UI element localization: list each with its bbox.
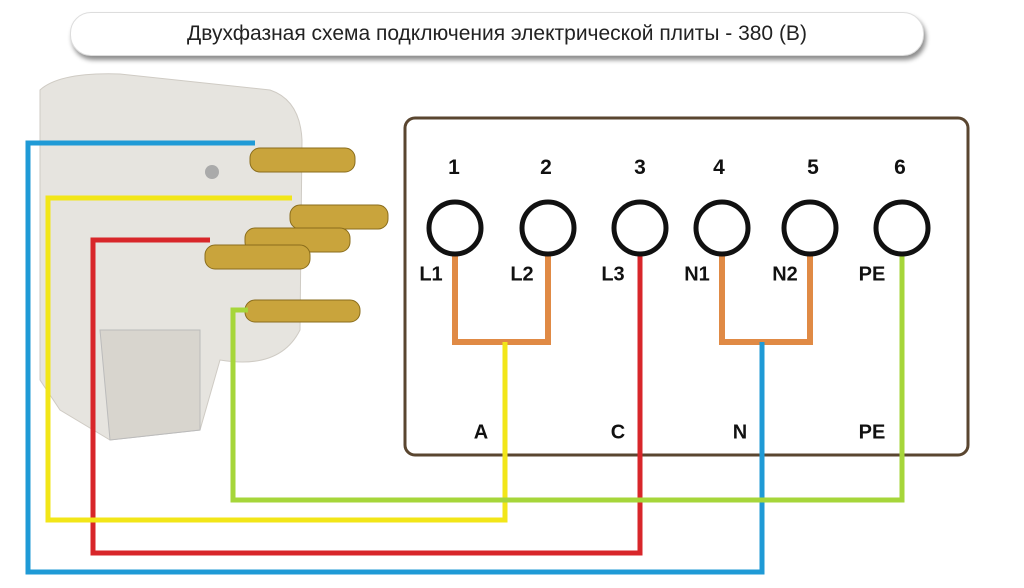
jumper-l1-l2 xyxy=(452,252,551,345)
terminal-label: PE xyxy=(858,263,886,286)
terminal-label: L2 xyxy=(510,263,534,286)
terminal-number: 6 xyxy=(894,156,906,179)
terminal-label: N2 xyxy=(772,263,798,286)
wire-green-earth xyxy=(230,255,905,503)
terminal-number: 4 xyxy=(713,156,725,179)
terminal-number: 3 xyxy=(634,156,646,179)
jumper-n1-n2 xyxy=(719,252,813,345)
plug-icon xyxy=(39,73,389,441)
terminal-label: N1 xyxy=(684,263,710,286)
terminal-number: 1 xyxy=(448,156,460,179)
terminal-box xyxy=(403,116,970,457)
terminal-number: 2 xyxy=(540,156,552,179)
wire-red-phase-c xyxy=(90,237,643,556)
supply-label-pe: PE xyxy=(858,421,886,444)
terminal-circles xyxy=(426,199,931,257)
wire-blue-neutral xyxy=(25,140,765,575)
supply-label-c: C xyxy=(610,421,626,444)
supply-label-a: A xyxy=(473,421,489,444)
diagram-title: Двухфазная схема подключения электрическ… xyxy=(70,12,924,56)
terminal-label: L1 xyxy=(419,263,443,286)
wire-yellow-phase-a xyxy=(45,195,508,523)
terminal-label: L3 xyxy=(601,263,625,286)
supply-label-n: N xyxy=(732,421,748,444)
terminal-number: 5 xyxy=(807,156,819,179)
